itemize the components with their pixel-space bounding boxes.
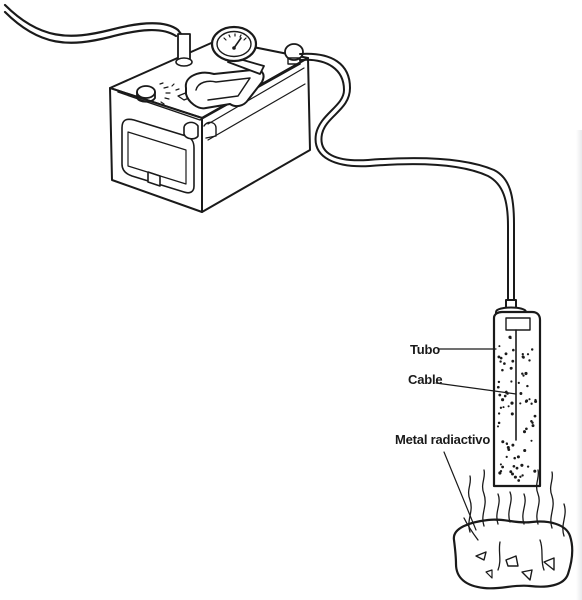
gas-particle <box>507 405 510 408</box>
gas-particle <box>524 371 528 376</box>
gas-particle <box>531 421 534 424</box>
tube-label: Tubo <box>410 342 440 357</box>
cable-label-group: Cable <box>408 372 517 395</box>
gas-particle <box>521 355 525 359</box>
gas-particle <box>509 366 513 370</box>
gas-particle <box>534 399 538 404</box>
gas-particle <box>496 425 500 428</box>
gas-particle <box>496 385 500 389</box>
page-edge-shadow <box>576 130 582 600</box>
gas-particle <box>510 401 514 405</box>
gas-particle <box>511 359 515 363</box>
gas-particle <box>504 352 508 356</box>
metal-label: Metal radiactivo <box>395 432 490 447</box>
gas-particle <box>512 464 516 468</box>
carrying-handle <box>184 57 265 110</box>
gas-particle <box>520 463 524 467</box>
gas-particle <box>499 360 502 363</box>
gas-particle <box>513 456 516 460</box>
connecting-cable <box>299 52 515 301</box>
gas-particle <box>509 337 512 340</box>
gas-particle <box>519 392 523 395</box>
gas-particle <box>526 384 529 388</box>
gas-particle <box>517 479 521 482</box>
gas-particle <box>526 353 530 356</box>
gas-particle <box>522 374 525 377</box>
gas-particle <box>501 398 505 402</box>
gas-particle <box>506 445 510 450</box>
gas-particle <box>505 442 508 445</box>
gas-particle <box>501 368 504 372</box>
gas-particle <box>501 440 505 444</box>
gas-particle <box>499 356 503 360</box>
gas-particle <box>509 470 513 474</box>
gas-particle <box>497 380 501 384</box>
gas-particle <box>497 421 501 425</box>
gas-particle <box>515 466 519 470</box>
gas-particle <box>498 345 501 348</box>
gas-particle <box>516 455 520 459</box>
gas-particle <box>533 414 537 418</box>
gas-particle <box>498 471 502 475</box>
input-connector <box>175 33 193 67</box>
gas-particle <box>530 439 533 442</box>
gas-particle <box>497 355 501 359</box>
gas-particle <box>533 469 537 473</box>
gas-particle <box>521 352 524 356</box>
gas-particle <box>530 402 533 405</box>
gas-particle <box>499 463 502 466</box>
gas-particle <box>499 469 503 473</box>
gas-particle <box>512 348 515 352</box>
gas-particle <box>503 394 507 398</box>
gas-particle <box>519 475 522 478</box>
gas-particle <box>498 393 502 397</box>
gas-particle <box>497 412 501 415</box>
gas-particle <box>528 398 531 401</box>
input-cable <box>3 3 186 40</box>
gas-particle <box>522 430 527 434</box>
output-connector <box>284 43 304 65</box>
gas-particle <box>510 380 513 383</box>
radioactive-metal-sample <box>452 518 574 590</box>
gas-particle <box>524 400 528 403</box>
gas-particle <box>526 465 530 468</box>
gas-particle <box>510 412 514 416</box>
gas-particle <box>519 402 522 405</box>
gas-particle <box>502 406 505 409</box>
radiation-rays <box>463 469 566 571</box>
gas-particle <box>505 455 508 458</box>
gas-particle <box>501 465 504 469</box>
cable-label: Cable <box>408 372 442 387</box>
gas-particle <box>523 448 527 453</box>
gas-particle <box>528 359 531 362</box>
gas-particle <box>530 348 534 351</box>
geiger-counter-box <box>109 39 311 213</box>
gas-particles <box>496 335 538 482</box>
gas-particle <box>513 475 517 479</box>
gas-particle <box>525 427 528 431</box>
gas-particle <box>521 474 524 477</box>
geiger-tube <box>492 299 542 488</box>
gas-particle <box>531 424 535 428</box>
gas-particle <box>499 406 503 409</box>
gas-particle <box>521 372 524 375</box>
metal-label-group: Metal radiactivo <box>395 432 491 531</box>
gas-particle <box>511 443 515 447</box>
gas-particle <box>511 472 514 476</box>
gauge-dial <box>210 25 258 63</box>
gas-particle <box>503 362 506 365</box>
gas-particle <box>517 381 520 384</box>
tube-label-group: Tubo <box>410 342 497 357</box>
